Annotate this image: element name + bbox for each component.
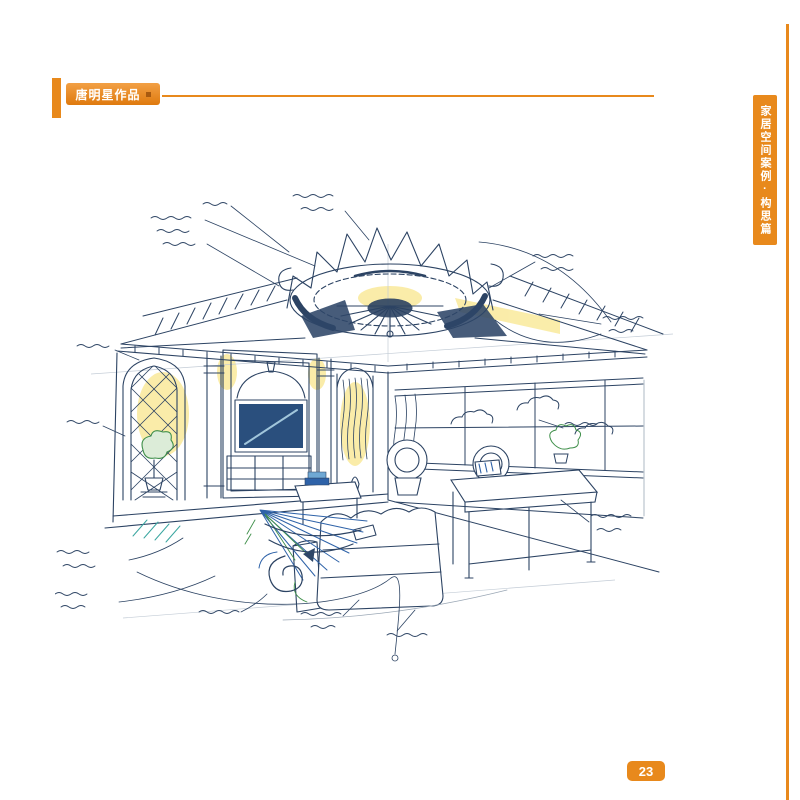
page-number-badge: 23 [627,761,665,781]
floor-ornament [132,509,508,621]
author-label-text: 唐明星作品 [75,87,141,102]
section-tab: 家居空间案例·构思篇 [753,95,777,245]
section-tab-text: 家居空间案例·构思篇 [759,104,771,236]
annotation-scribbles [54,194,644,637]
author-label: 唐明星作品 [66,83,160,105]
interior-sketch [54,148,700,693]
tv [234,399,308,453]
page-edge-line [786,24,789,800]
leader-lines [102,205,612,662]
ceiling-beams [116,275,664,374]
left-lattice-arch [122,357,186,501]
label-bullet-square-icon [145,91,151,97]
header-rule [162,95,654,97]
header-bracket-bar [52,78,61,118]
sofa [292,507,444,613]
tv-wall [104,349,389,529]
coffee-table [294,471,362,525]
page-number-text: 23 [638,763,654,779]
media-cabinet [226,455,312,491]
console-table [450,459,599,579]
